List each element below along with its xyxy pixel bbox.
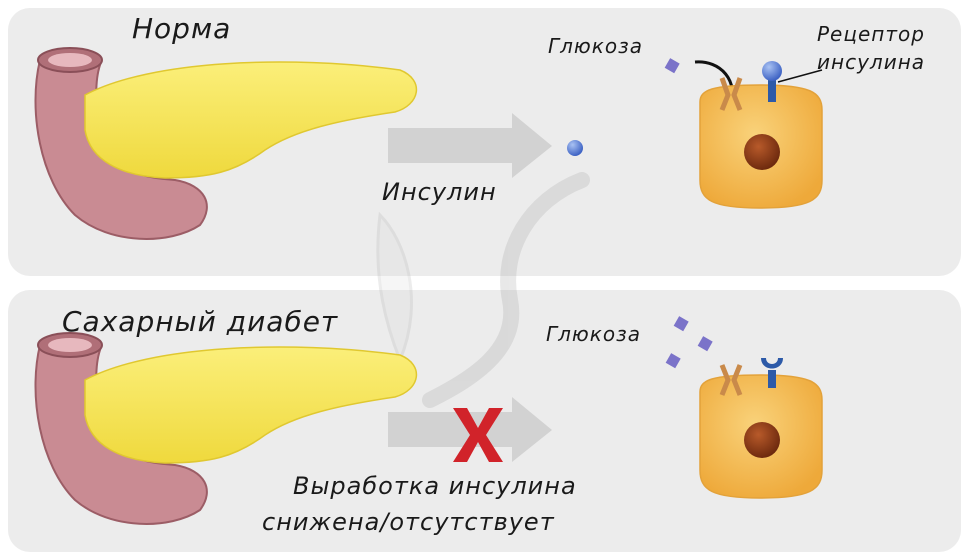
diabetes-glucose-label: Глюкоза [546,322,641,346]
normal-glucose-label: Глюкоза [548,34,643,58]
arrow-normal [388,113,552,178]
glucose-molecule [698,336,713,351]
insulin-deficit-line1: Выработка инсулина [293,472,577,500]
insulin-deficit-line2: снижена/отсутствует [262,508,555,536]
insulin-label: Инсулин [382,178,497,206]
insulin-molecule [567,140,583,156]
normal-title: Норма [132,12,231,45]
nucleus-diabetes [744,422,780,458]
pancreas-normal [35,48,416,239]
nucleus-normal [744,134,780,170]
glucose-molecule [674,316,689,331]
receptor-label-line2: инсулина [817,50,925,74]
receptor-label-line1: Рецептор [817,22,925,46]
glucose-molecule [665,58,680,73]
diabetes-title: Сахарный диабет [62,305,338,338]
receptor-pointer [778,70,822,82]
glucose-molecule [666,353,681,368]
